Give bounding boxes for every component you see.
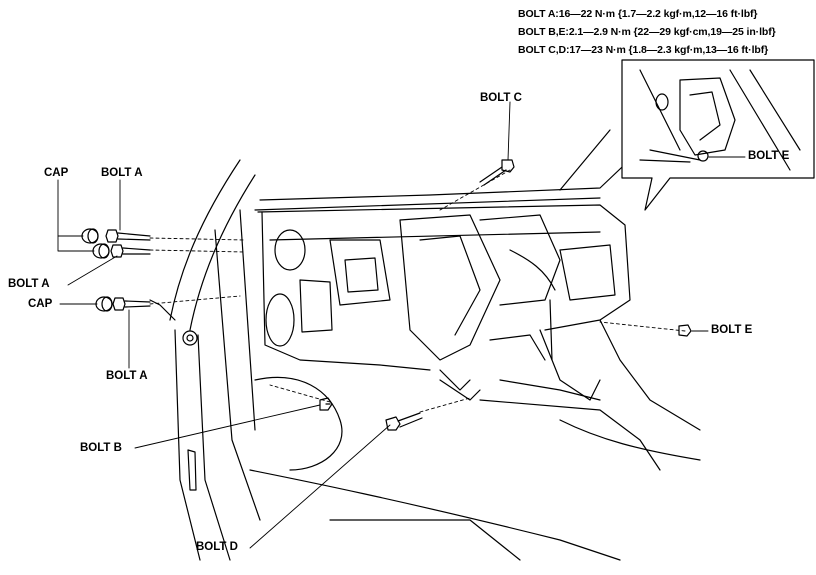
bolt-a-top xyxy=(105,229,151,243)
label-bolt-e: BOLT E xyxy=(711,324,753,336)
torque-spec-bolt-b-e: BOLT B,E:2.1—2.9 N·m {22—29 kgf·cm,19—25… xyxy=(518,26,776,38)
bolt-a-lower xyxy=(112,297,151,311)
a-pillar-frame xyxy=(149,159,261,561)
label-cap-top: CAP xyxy=(44,167,69,179)
dashboard-panel xyxy=(257,204,631,391)
leader-lines xyxy=(57,101,709,549)
bolt-d xyxy=(385,412,423,431)
label-bolt-d: BOLT D xyxy=(196,541,238,553)
label-bolt-e-inset: BOLT E xyxy=(748,150,790,162)
inset-callout xyxy=(621,59,815,211)
torque-spec-bolt-a: BOLT A:16—22 N·m {1.7—2.2 kgf·m,12—16 ft… xyxy=(518,8,758,20)
label-bolt-a-middle: BOLT A xyxy=(8,278,50,290)
label-cap-middle: CAP xyxy=(28,298,53,310)
bolt-c xyxy=(479,159,515,186)
cap-top xyxy=(81,228,99,244)
bolt-a-middle xyxy=(110,244,151,258)
bolt-e xyxy=(678,324,692,337)
label-bolt-c: BOLT C xyxy=(480,92,522,104)
alignment-lines xyxy=(149,169,686,413)
floor-panel xyxy=(249,299,701,561)
windshield-frame xyxy=(254,129,641,211)
label-bolt-a-top: BOLT A xyxy=(101,167,143,179)
torque-spec-bolt-c-d: BOLT C,D:17—23 N·m {1.8—2.3 kgf·m,13—16 … xyxy=(518,44,769,56)
label-bolt-b: BOLT B xyxy=(80,442,122,454)
cap-lower xyxy=(95,296,113,312)
bolt-b xyxy=(319,397,333,411)
cap-middle xyxy=(92,243,110,259)
label-bolt-a-bottom: BOLT A xyxy=(106,370,148,382)
